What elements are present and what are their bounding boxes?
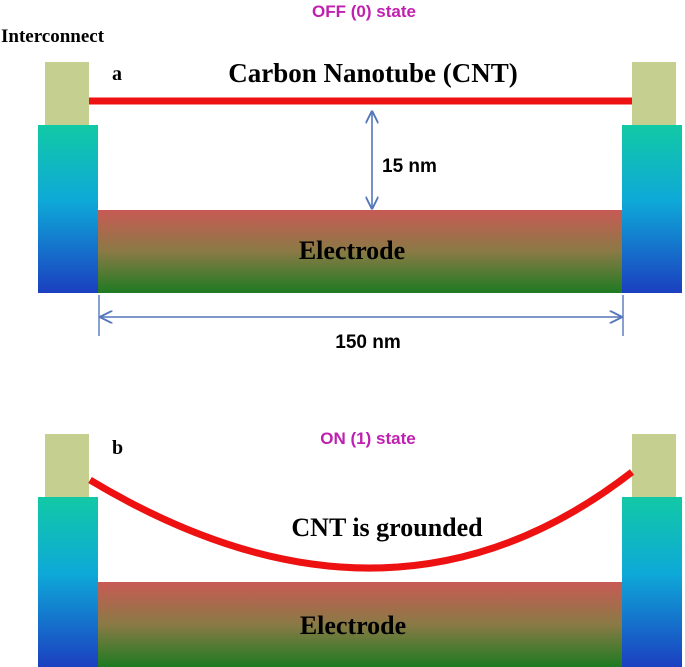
- right-pillar-b: [622, 497, 682, 667]
- cnt-label-b: CNT is grounded: [291, 513, 483, 542]
- left-pillar-b: [38, 497, 98, 667]
- electrode-label-a: Electrode: [299, 236, 405, 265]
- right-interconnect-cap-b: [632, 434, 676, 497]
- state-label-a: OFF (0) state: [312, 2, 416, 21]
- interconnect-label: Interconnect: [1, 26, 105, 47]
- right-pillar-a: [622, 125, 682, 293]
- left-interconnect-cap-b: [45, 434, 89, 497]
- gap-label: 15 nm: [382, 156, 437, 177]
- left-pillar-a: [38, 125, 98, 293]
- state-label-b: ON (1) state: [320, 429, 415, 448]
- panel-a: OFF (0) state Interconnect a Carbon Nano…: [1, 2, 682, 353]
- right-interconnect-cap-a: [632, 62, 676, 125]
- panel-letter-b: b: [112, 437, 123, 459]
- panel-b: ON (1) state b CNT is grounded Electrode: [38, 429, 682, 667]
- cnt-bent: [88, 469, 635, 572]
- electrode-a: [98, 210, 622, 293]
- left-interconnect-cap-a: [45, 62, 89, 125]
- length-label: 150 nm: [335, 332, 400, 353]
- panel-letter-a: a: [112, 63, 122, 85]
- electrode-b: [98, 582, 622, 667]
- electrode-label-b: Electrode: [300, 611, 406, 640]
- cnt-label-a: Carbon Nanotube (CNT): [228, 58, 518, 88]
